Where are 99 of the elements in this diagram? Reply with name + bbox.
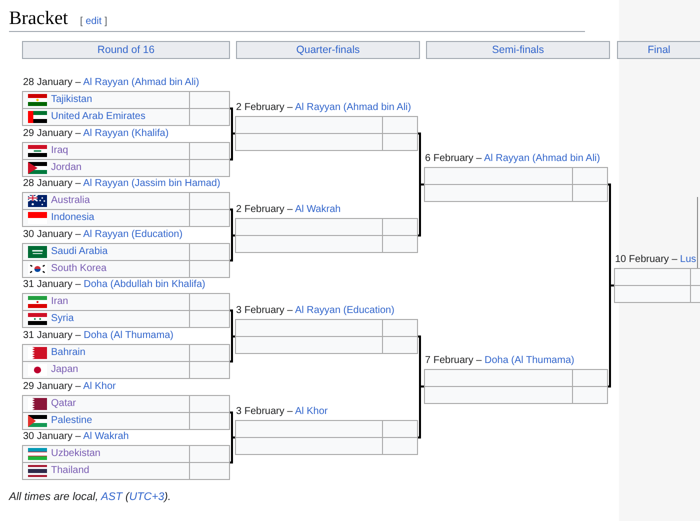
match-date: 30 January – xyxy=(23,431,81,442)
team-name: Thailand xyxy=(51,464,90,478)
match-date: 31 January – xyxy=(23,330,81,341)
bracket-line xyxy=(608,284,614,388)
team-name: Syria xyxy=(51,312,74,326)
team-row xyxy=(22,462,230,480)
empty-slot xyxy=(235,319,418,337)
bracket-line xyxy=(230,208,235,236)
bracket-line xyxy=(230,132,235,160)
bracket-line xyxy=(230,436,235,464)
match-date: 28 January – xyxy=(23,178,81,189)
team-name: Iraq xyxy=(51,144,68,158)
utc-offset-link: UTC+3 xyxy=(129,491,164,503)
column-header: Round of 16 xyxy=(22,41,230,59)
empty-slot xyxy=(235,420,418,438)
bracket-line xyxy=(418,184,424,236)
match-date: 6 February – xyxy=(425,153,482,164)
team-row xyxy=(22,159,230,177)
match-date: 10 February – xyxy=(615,254,678,265)
match-date: 3 February – xyxy=(236,305,293,316)
column-header: Quarter-finals xyxy=(236,41,420,59)
team-row xyxy=(22,412,230,430)
bracket-line xyxy=(418,132,424,186)
team-name: Uzbekistan xyxy=(51,447,100,461)
empty-slot xyxy=(235,336,418,354)
team-row xyxy=(22,445,230,463)
team-row xyxy=(22,260,230,278)
venue-link: Al Khor xyxy=(83,381,116,392)
venue-link: Al Wakrah xyxy=(294,204,341,215)
empty-slot xyxy=(235,218,418,236)
column-header: Final xyxy=(617,41,700,59)
venue-link: Lus xyxy=(680,254,696,265)
team-name: Bahrain xyxy=(51,346,86,360)
team-name: Palestine xyxy=(51,414,92,428)
venue-link: Al Khor xyxy=(294,406,328,417)
match-date: 31 January – xyxy=(23,279,81,290)
venue-link: Al Rayyan (Ahmad bin Ali) xyxy=(83,77,200,88)
bracket-line xyxy=(418,336,424,388)
team-name: Jordan xyxy=(51,161,82,175)
venue-link: Al Rayyan (Khalifa) xyxy=(83,128,169,139)
empty-slot xyxy=(614,285,700,303)
team-row xyxy=(22,344,230,362)
venue-link: Al Rayyan (Jassim bin Hamad) xyxy=(83,178,220,189)
venue-link: Al Wakrah xyxy=(83,431,129,442)
venue-link: Al Rayyan (Education) xyxy=(294,305,394,316)
empty-slot xyxy=(235,437,418,455)
team-name: Tajikistan xyxy=(51,93,92,107)
match-date: 30 January – xyxy=(23,229,81,240)
team-name: Iran xyxy=(51,295,68,309)
bracket-line xyxy=(230,336,235,362)
venue-link: Al Rayyan (Education) xyxy=(83,229,183,240)
team-name: United Arab Emirates xyxy=(51,110,146,124)
team-name: Indonesia xyxy=(51,211,94,225)
team-name: Australia xyxy=(51,194,90,208)
team-row xyxy=(22,209,230,227)
team-name: Qatar xyxy=(51,397,76,411)
match-date: 29 January – xyxy=(23,128,81,139)
match-date: 2 February – xyxy=(236,102,293,113)
venue-link: Al Rayyan (Ahmad bin Ali) xyxy=(484,153,600,164)
match-date: 29 January – xyxy=(23,381,81,392)
empty-slot xyxy=(614,268,700,286)
match-date: 2 February – xyxy=(236,204,293,215)
bracket-line xyxy=(230,412,235,438)
empty-slot xyxy=(235,133,418,151)
section-title: Bracket xyxy=(9,8,68,30)
team-row xyxy=(22,310,230,328)
team-row xyxy=(22,243,230,261)
team-row xyxy=(22,91,230,109)
team-row xyxy=(22,361,230,379)
team-name: Japan xyxy=(51,363,78,377)
empty-slot xyxy=(424,167,608,185)
footnote: All times are local, AST (UTC+3). xyxy=(9,490,171,505)
empty-slot xyxy=(235,235,418,253)
venue-link: Al Rayyan (Ahmad bin Ali) xyxy=(294,102,412,113)
empty-slot xyxy=(424,386,608,404)
team-row xyxy=(22,142,230,160)
edit-link: [ edit ] xyxy=(80,15,108,29)
column-header: Semi-finals xyxy=(426,41,610,59)
bracket-line xyxy=(230,310,235,338)
team-row xyxy=(22,293,230,311)
match-date: 7 February – xyxy=(425,355,482,366)
team-row xyxy=(22,192,230,210)
bracket-line xyxy=(230,108,235,134)
timezone-link: AST xyxy=(100,491,122,503)
team-row xyxy=(22,395,230,413)
match-date: 28 January – xyxy=(23,77,81,88)
empty-slot xyxy=(424,369,608,387)
team-row xyxy=(22,108,230,126)
bracket-line xyxy=(608,184,614,286)
venue-link: Doha (Al Thumama) xyxy=(484,355,574,366)
empty-slot xyxy=(235,116,418,134)
empty-slot xyxy=(424,184,608,202)
bracket-line xyxy=(418,386,424,438)
venue-link: Doha (Al Thumama) xyxy=(84,330,174,341)
match-date: 3 February – xyxy=(236,406,293,417)
team-name: South Korea xyxy=(51,262,107,276)
bracket-line xyxy=(230,234,235,262)
venue-link: Doha (Abdullah bin Khalifa) xyxy=(84,279,206,290)
team-name: Saudi Arabia xyxy=(51,245,108,259)
